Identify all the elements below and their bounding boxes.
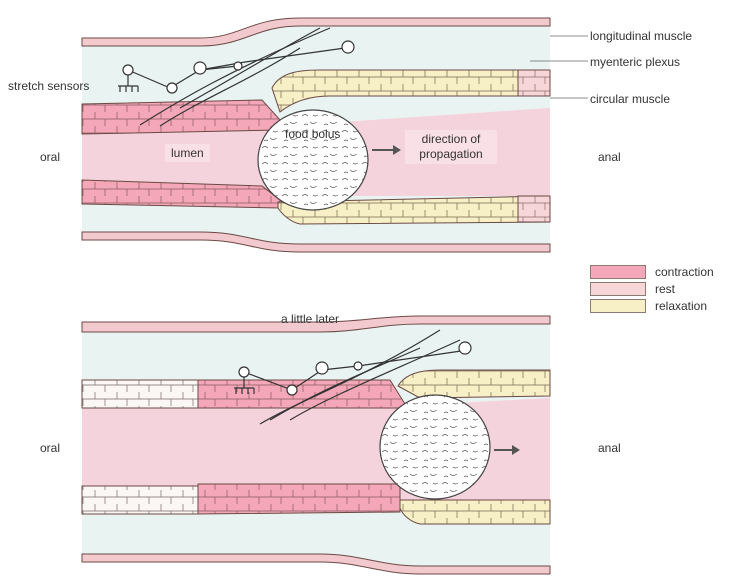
label-anal-bottom: anal — [598, 441, 621, 455]
label-anal-top: anal — [598, 150, 621, 164]
label-direction-line2: propagation — [419, 147, 482, 161]
label-direction-line1: direction of — [422, 132, 481, 146]
legend-label-contraction: contraction — [655, 265, 714, 279]
bottom-circular-rest-upper-left — [82, 380, 198, 408]
bottom-circular-relaxation-lower — [400, 500, 550, 524]
bottom-panel — [82, 316, 550, 574]
top-food-bolus — [258, 110, 368, 210]
legend-swatch-relaxation — [590, 299, 646, 313]
label-longitudinal-muscle: longitudinal muscle — [590, 29, 692, 43]
label-oral-top: oral — [40, 150, 60, 164]
legend-label-rest: rest — [655, 282, 675, 296]
label-myenteric-plexus: myenteric plexus — [590, 55, 680, 69]
legend-swatch-rest — [590, 282, 646, 296]
label-circular-muscle: circular muscle — [590, 92, 670, 106]
top-circular-rest-upper — [518, 70, 550, 96]
label-lumen: lumen — [165, 144, 210, 162]
bottom-circular-contraction-lower — [198, 484, 400, 514]
legend-label-relaxation: relaxation — [655, 299, 707, 313]
bottom-circular-relaxation-upper — [398, 370, 550, 398]
top-circular-contraction-upper — [82, 100, 280, 134]
bottom-circular-rest-lower-left — [82, 486, 198, 514]
label-food-bolus: food bolus — [285, 127, 340, 141]
label-oral-bottom: oral — [40, 441, 60, 455]
label-a-little-later: a little later — [281, 312, 339, 326]
bottom-food-bolus — [380, 395, 490, 499]
label-stretch-sensors: stretch sensors — [8, 79, 89, 93]
top-circular-rest-lower — [518, 196, 550, 222]
label-direction-of-propagation: direction of propagation — [405, 130, 497, 164]
legend-swatch-contraction — [590, 265, 646, 279]
